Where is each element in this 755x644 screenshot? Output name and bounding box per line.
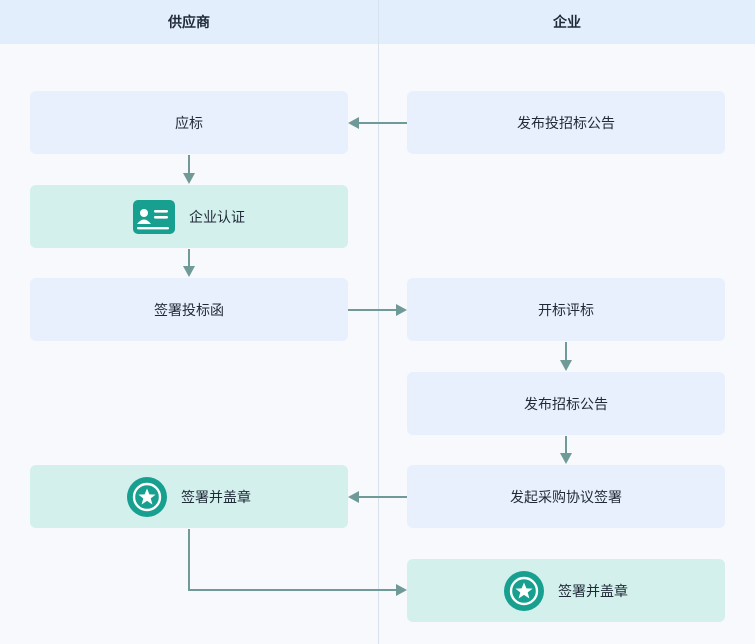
star-badge-icon [127,476,167,517]
node-label: 签署投标函 [154,301,224,318]
arrowhead [183,173,195,184]
node-label: 企业认证 [189,208,245,225]
arrowhead [396,584,407,596]
node-label: 开标评标 [538,301,594,318]
node-enterprise-sign-seal[interactable]: 签署并盖章 [407,559,725,622]
node-label: 发布招标公告 [524,395,608,412]
arrowhead [560,360,572,371]
node-label: 发布投招标公告 [517,114,615,131]
node-label: 应标 [175,114,203,131]
lane-header-enterprise: 企业 [379,0,755,44]
arrowhead [348,491,359,503]
node-publish-tender[interactable]: 发布投招标公告 [407,91,725,154]
arrow-supplier-to-enterprise-sign [188,529,397,591]
node-publish-award[interactable]: 发布招标公告 [407,372,725,435]
node-label: 发起采购协议签署 [510,488,622,505]
node-label: 签署并盖章 [558,582,628,599]
lane-divider [378,0,379,644]
lane-header-supplier: 供应商 [0,0,378,44]
node-bid-opening[interactable]: 开标评标 [407,278,725,341]
node-sign-bid-letter[interactable]: 签署投标函 [30,278,348,341]
node-company-auth[interactable]: 企业认证 [30,185,348,248]
arrowhead [396,304,407,316]
node-initiate-agreement[interactable]: 发起采购协议签署 [407,465,725,528]
star-badge-icon [504,570,544,611]
node-supplier-sign-seal[interactable]: 签署并盖章 [30,465,348,528]
node-bid-response[interactable]: 应标 [30,91,348,154]
arrowhead [348,117,359,129]
node-label: 签署并盖章 [181,488,251,505]
arrowhead [560,453,572,464]
id-card-icon [133,199,175,234]
arrowhead [183,266,195,277]
